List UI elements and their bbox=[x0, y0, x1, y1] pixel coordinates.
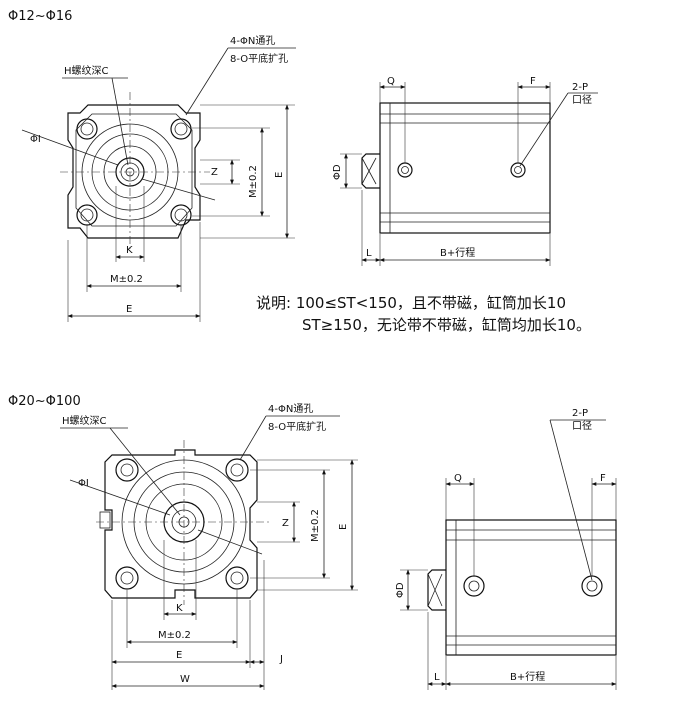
top-k-label: K bbox=[126, 245, 133, 256]
bottom-holes-label-1: 4-ΦN通孔 bbox=[268, 403, 313, 415]
top-port-label-1: 2-P bbox=[572, 82, 588, 93]
bottom-z-label: Z bbox=[282, 518, 289, 529]
note-line-2: ST≥150，无论带不带磁，缸筒均加长10。 bbox=[302, 316, 591, 334]
top-phi-d-label: ΦD bbox=[332, 164, 343, 180]
top-holes-label-1: 4-ΦN通孔 bbox=[230, 35, 275, 47]
top-q-label: Q bbox=[387, 76, 395, 87]
top-port-label-2: 口径 bbox=[572, 93, 592, 106]
top-z-label: Z bbox=[211, 167, 218, 178]
top-e-vertical-label: E bbox=[274, 172, 285, 178]
top-thread-label: H螺纹深C bbox=[64, 64, 109, 77]
bottom-front-view bbox=[69, 440, 270, 605]
bottom-stroke-label: B+行程 bbox=[510, 670, 545, 683]
top-side-view bbox=[361, 102, 551, 234]
bottom-mount-holes bbox=[115, 458, 249, 590]
bottom-m-horizontal-label: M±0.2 bbox=[158, 630, 191, 641]
bottom-port-label-2: 口径 bbox=[572, 419, 592, 432]
bottom-holes-label-2: 8-O平底扩孔 bbox=[268, 420, 326, 433]
top-e-horizontal-label: E bbox=[126, 304, 132, 315]
bottom-f-label: F bbox=[600, 473, 606, 484]
bottom-phi-d-label: ΦD bbox=[395, 582, 406, 598]
bottom-range-title: Φ20~Φ100 bbox=[8, 394, 81, 409]
bottom-w-label: W bbox=[180, 674, 190, 685]
top-mount-holes bbox=[76, 118, 192, 226]
top-holes-label-2: 8-O平底扩孔 bbox=[230, 52, 288, 65]
bottom-port-label-1: 2-P bbox=[572, 408, 588, 419]
bottom-q-label: Q bbox=[454, 473, 462, 484]
bottom-e-vertical-label: E bbox=[338, 524, 349, 530]
top-l-label: L bbox=[366, 248, 372, 259]
top-f-label: F bbox=[530, 76, 536, 87]
bottom-k-label: K bbox=[176, 603, 183, 614]
top-range-title: Φ12~Φ16 bbox=[8, 9, 72, 24]
bottom-thread-label: H螺纹深C bbox=[62, 414, 107, 427]
bottom-phi-i-label: ΦI bbox=[78, 478, 89, 489]
bottom-j-label: J bbox=[279, 654, 283, 665]
top-m-horizontal-label: M±0.2 bbox=[110, 274, 143, 285]
top-stroke-label: B+行程 bbox=[440, 246, 475, 259]
bottom-side-view bbox=[427, 519, 617, 656]
top-front-view bbox=[21, 92, 216, 250]
bottom-l-label: L bbox=[434, 672, 440, 683]
top-m-vertical-label: M±0.2 bbox=[248, 165, 259, 198]
note-line-1: 说明: 100≤ST<150，且不带磁，缸筒加长10 bbox=[256, 294, 566, 312]
bottom-e-horizontal-label: E bbox=[176, 650, 182, 661]
bottom-m-vertical-label: M±0.2 bbox=[310, 509, 321, 542]
top-phi-i-label: ΦI bbox=[30, 134, 41, 145]
